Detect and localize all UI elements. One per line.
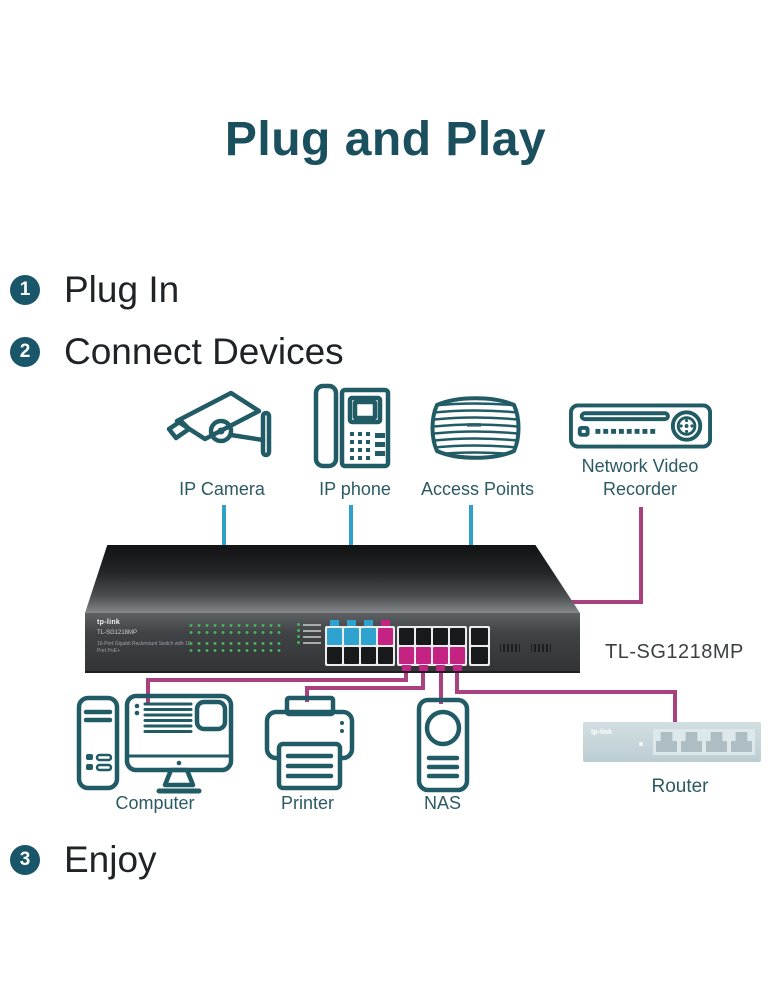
legend-row <box>297 623 321 627</box>
port-cell-cyan <box>327 628 342 646</box>
step-enjoy: 3 Enjoy <box>10 839 157 880</box>
page-title: Plug and Play <box>224 113 547 166</box>
switch-model-label: TL-SG1218MP <box>605 641 744 663</box>
legend-bar <box>303 623 321 626</box>
cable-segment <box>439 662 443 704</box>
printer-icon <box>262 692 357 794</box>
sfp-slot-1 <box>497 641 523 655</box>
plug-tab <box>402 665 411 671</box>
router-port <box>656 732 677 752</box>
led-grid-top <box>187 622 282 636</box>
network-video-recorder-label: Network Video Recorder <box>581 456 699 499</box>
plug-tab <box>419 665 428 671</box>
legend-row <box>297 635 321 639</box>
switch-panel-caption: 16-Port Gigabit Rackmount Switch with 16… <box>97 641 193 655</box>
cable-segment <box>639 507 643 604</box>
router-tp-link-logo: tp-link <box>591 729 612 736</box>
ip-phone-icon <box>312 382 392 474</box>
cable-segment <box>305 686 425 690</box>
legend-dot <box>297 623 300 627</box>
nas-label: NAS <box>423 793 461 813</box>
step-3-badge: 3 <box>10 845 40 875</box>
sfp-slot-2 <box>528 641 554 655</box>
access-points-icon <box>423 392 528 464</box>
computer-label: Computer <box>115 793 195 813</box>
cable-segment <box>305 686 309 702</box>
port-block-3 <box>469 626 490 667</box>
router-ports <box>653 729 755 755</box>
legend-dot <box>297 641 300 645</box>
step-2-badge: 2 <box>10 337 40 367</box>
legend-dot <box>297 629 300 633</box>
router-label: Router <box>651 776 709 797</box>
switch-panel-model: TL-SG1218MP <box>97 630 138 637</box>
legend-dot <box>297 635 300 639</box>
port-cell-magenta <box>399 647 414 665</box>
legend-bar <box>303 635 321 638</box>
port-cell-cyan <box>361 628 376 646</box>
port-cell-empty <box>378 647 393 665</box>
cable-segment <box>421 662 425 690</box>
port-cell-empty <box>416 628 431 646</box>
plug-tab <box>453 665 462 671</box>
led-legend <box>297 623 321 647</box>
port-cell-cyan <box>344 628 359 646</box>
plug-tab <box>347 620 356 626</box>
step-connect-devices: 2 Connect Devices <box>10 331 344 372</box>
step-3-label: Enjoy <box>64 839 157 880</box>
port-cell-empty <box>433 628 448 646</box>
router-led <box>639 742 643 746</box>
plug-tab <box>364 620 373 626</box>
nas-icon <box>415 696 471 794</box>
router-port <box>706 732 727 752</box>
router-image: tp-link <box>583 722 761 762</box>
step-1-label: Plug In <box>64 269 180 310</box>
led-grid-bottom <box>187 640 282 654</box>
port-cell-magenta <box>450 647 465 665</box>
switch-front-panel: tp-link TL-SG1218MP 16-Port Gigabit Rack… <box>85 613 580 673</box>
ip-phone-label: IP phone <box>319 479 391 499</box>
port-cell-empty <box>471 628 488 646</box>
ip-camera-icon <box>163 385 283 465</box>
plug-tab <box>436 665 445 671</box>
plug-tab <box>381 620 390 626</box>
cable-segment <box>146 678 408 682</box>
cable-segment <box>455 662 459 694</box>
port-cell-magenta <box>416 647 431 665</box>
step-2-label: Connect Devices <box>64 331 344 372</box>
port-cell-empty <box>327 647 342 665</box>
port-cell-empty <box>471 647 488 665</box>
computer-icon <box>75 692 235 797</box>
router-port <box>731 732 752 752</box>
legend-row <box>297 641 321 645</box>
ip-camera-label: IP Camera <box>179 479 265 499</box>
cable-segment <box>146 678 150 704</box>
access-points-label: Access Points <box>420 479 535 499</box>
port-cell-empty <box>361 647 376 665</box>
port-cell-magenta <box>378 628 393 646</box>
cable-segment <box>673 690 677 722</box>
network-switch: tp-link TL-SG1218MP 16-Port Gigabit Rack… <box>85 545 580 673</box>
router-port <box>681 732 702 752</box>
port-cell-empty <box>399 628 414 646</box>
port-block-1 <box>325 626 395 667</box>
step-1-badge: 1 <box>10 275 40 305</box>
step-plug-in: 1 Plug In <box>10 269 180 310</box>
legend-bar <box>303 641 321 644</box>
plug-tab <box>330 620 339 626</box>
legend-bar <box>303 629 321 632</box>
port-block-2 <box>397 626 467 667</box>
cable-segment <box>455 690 677 694</box>
port-cell-empty <box>450 628 465 646</box>
port-cell-magenta <box>433 647 448 665</box>
switch-top-face <box>85 545 580 614</box>
legend-row <box>297 629 321 633</box>
port-cell-empty <box>344 647 359 665</box>
tp-link-logo: tp-link <box>97 619 121 627</box>
printer-label: Printer <box>280 793 334 813</box>
network-video-recorder-icon <box>568 402 713 450</box>
